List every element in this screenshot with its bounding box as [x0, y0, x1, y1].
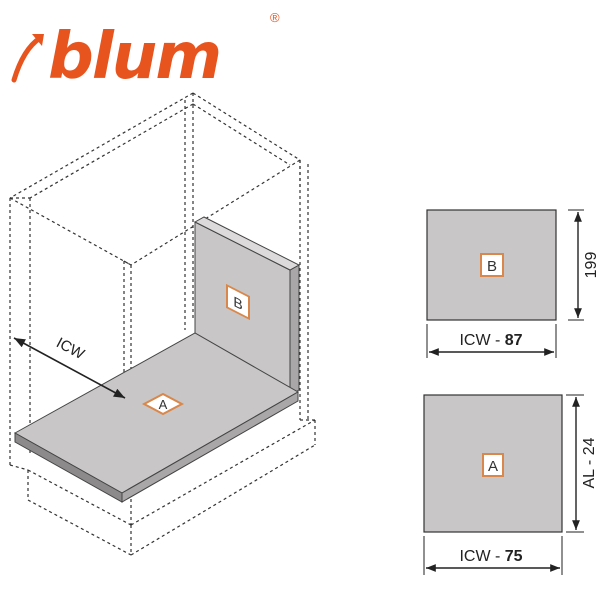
label-b-text: B: [487, 258, 497, 275]
label-a-3d-text: A: [159, 397, 168, 412]
brand-logo: blum ®: [11, 10, 280, 94]
panel-a-detail: A AL - 24 ICW - 75: [423, 394, 598, 575]
icw-arrow-line: [13, 337, 126, 399]
panel-b-width-dim: ICW - 87: [459, 332, 522, 349]
cabinet-plinth-front: [27, 469, 132, 526]
label-a: A: [482, 453, 504, 477]
registered-mark: ®: [270, 10, 280, 25]
panel-a-height-dim: AL - 24: [581, 437, 598, 488]
label-b-3d-text: B: [233, 294, 242, 314]
panel-a-width-prefix: ICW -: [459, 548, 504, 565]
label-b-3d: B: [226, 283, 250, 321]
bottom-panel-a-3d: A: [13, 332, 300, 503]
panel-a-width-value: 75: [505, 548, 523, 565]
icw-label: ICW: [53, 334, 87, 363]
brand-name: blum: [48, 20, 220, 94]
icw-dimension-3d: ICW: [13, 334, 126, 399]
label-a-3d: A: [141, 392, 185, 416]
label-a-text: A: [488, 458, 498, 475]
panel-b-detail: B 199 ICW - 87: [426, 209, 600, 358]
cabinet-top-back: [192, 92, 301, 161]
hook-arrow-icon: [11, 34, 44, 83]
panel-b-width-prefix: ICW -: [459, 332, 504, 349]
panel-b-height-dim: 199: [583, 252, 600, 279]
cabinet-top-front: [9, 197, 132, 266]
cabinet-top-left: [9, 92, 194, 199]
label-b: B: [480, 253, 504, 277]
panel-b-width-value: 87: [505, 332, 523, 349]
panel-a-width-dim: ICW - 75: [459, 548, 522, 565]
